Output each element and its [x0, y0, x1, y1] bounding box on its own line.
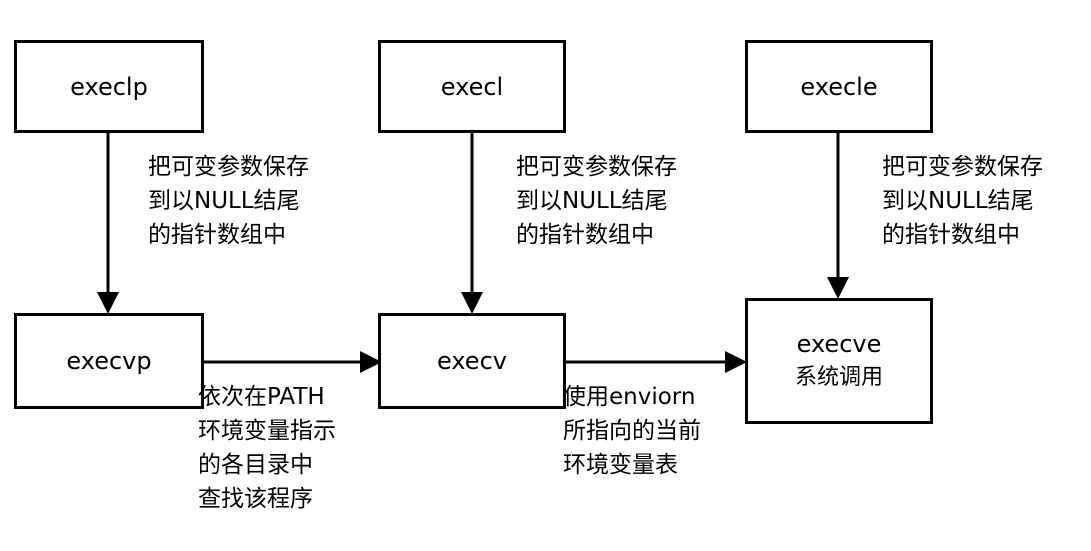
edge-label-line: 的各目录中: [198, 452, 313, 478]
edge-label-line: 环境变量表: [563, 452, 678, 478]
edge-label-execvp-to-execv: 依次在PATH 环境变量指示 的各目录中 查找该程序: [198, 380, 336, 516]
node-execle: execle: [745, 40, 933, 133]
edge-label-execlp-to-execvp: 把可变参数保存 到以NULL结尾 的指针数组中: [148, 150, 309, 252]
node-execlp: execlp: [14, 40, 204, 133]
edge-label-line: 的指针数组中: [516, 222, 654, 248]
node-execvp: execvp: [14, 313, 204, 409]
edge-label-execle-to-execve: 把可变参数保存 到以NULL结尾 的指针数组中: [882, 150, 1043, 252]
edge-label-line: 使用enviorn: [563, 384, 696, 410]
edge-label-line: 把可变参数保存: [882, 154, 1043, 180]
edge-label-line: 所指向的当前: [563, 418, 701, 444]
edge-label-execl-to-execv: 把可变参数保存 到以NULL结尾 的指针数组中: [516, 150, 677, 252]
edge-label-line: 到以NULL结尾: [148, 188, 300, 214]
node-execv: execv: [378, 313, 566, 409]
node-execve-title: execve: [796, 330, 882, 358]
edge-label-line: 的指针数组中: [148, 222, 286, 248]
node-execve-subtitle: 系统调用: [794, 365, 883, 390]
arrowhead-execvp: [97, 292, 119, 314]
edge-label-line: 的指针数组中: [882, 222, 1020, 248]
edge-label-line: 到以NULL结尾: [882, 188, 1034, 214]
node-execl: execl: [378, 40, 566, 133]
arrowhead-execv-left: [360, 351, 382, 373]
edge-label-line: 查找该程序: [198, 486, 313, 512]
node-execlp-title: execlp: [70, 72, 148, 101]
node-execvp-title: execvp: [66, 347, 152, 375]
edge-label-line: 依次在PATH: [198, 384, 325, 410]
edge-label-line: 把可变参数保存: [516, 154, 677, 180]
edge-label-execv-to-execve: 使用enviorn 所指向的当前 环境变量表: [563, 380, 701, 482]
arrowhead-execve-top: [827, 277, 849, 299]
edge-label-line: 环境变量指示: [198, 418, 336, 444]
arrowhead-execv-top: [461, 292, 483, 314]
edge-label-line: 到以NULL结尾: [516, 188, 668, 214]
arrowhead-execve-left: [725, 351, 747, 373]
node-execve: execve 系统调用: [745, 298, 933, 424]
node-execv-title: execv: [437, 347, 507, 375]
node-execl-title: execl: [440, 72, 504, 101]
edge-label-line: 把可变参数保存: [148, 154, 309, 180]
node-execle-title: execle: [800, 72, 878, 101]
